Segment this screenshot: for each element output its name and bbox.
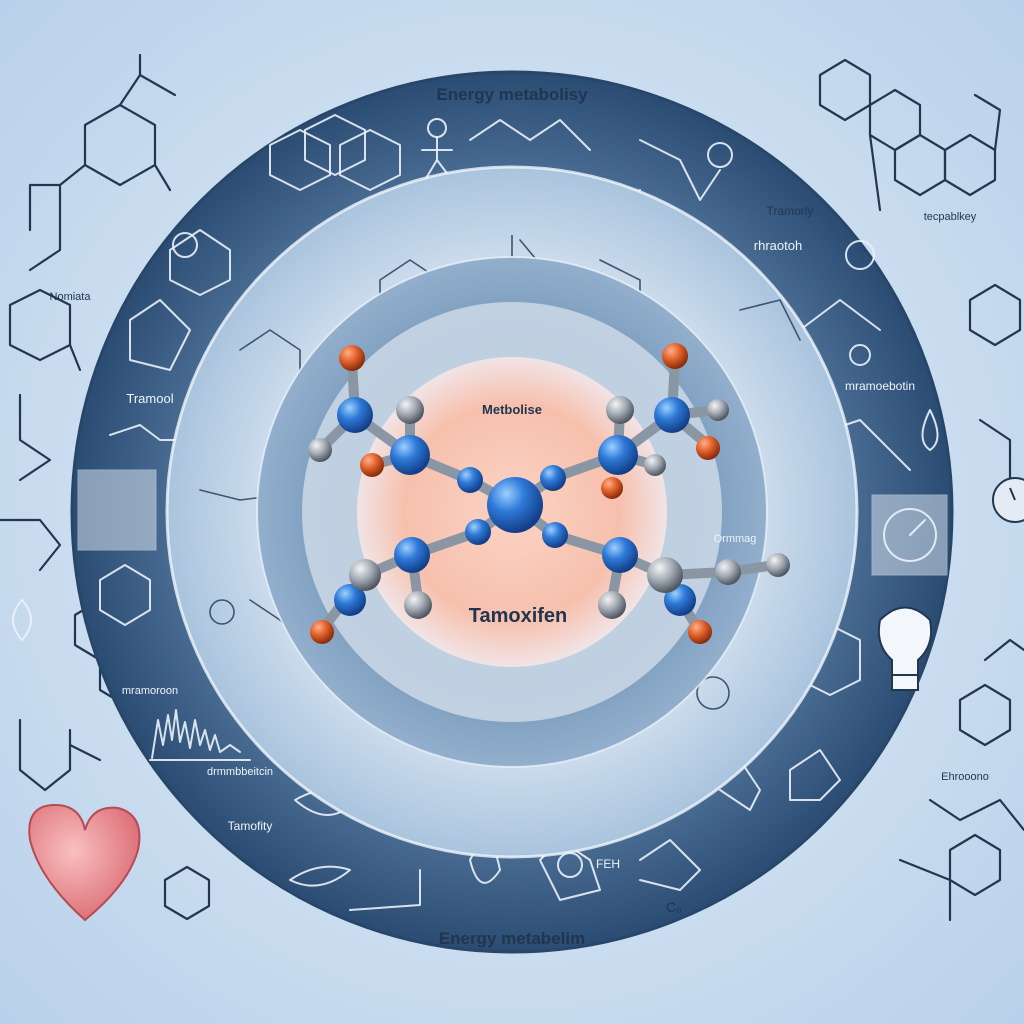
heart-icon bbox=[28, 803, 141, 922]
right-label-4: mramoebotin bbox=[845, 379, 915, 393]
right-label-5: Ehrooono bbox=[941, 771, 989, 783]
central-atom bbox=[487, 477, 543, 533]
left-label-3: mramoroon bbox=[122, 685, 178, 697]
center-main-label: Tamoxifen bbox=[469, 605, 568, 627]
right-side-structures bbox=[818, 58, 1024, 922]
bottom-label-c: C₀ bbox=[666, 899, 682, 915]
hexagon-icon bbox=[163, 865, 211, 921]
drop-icon bbox=[12, 599, 32, 641]
left-label-1: Nomiata bbox=[50, 291, 92, 303]
bulb-icon bbox=[877, 606, 933, 691]
title-bottom: Energy metabelim bbox=[439, 929, 585, 948]
clock-icon bbox=[992, 477, 1024, 523]
right-label-6: Ormmag bbox=[714, 533, 757, 545]
texture-square bbox=[77, 469, 157, 551]
right-label-3: tecpablkey bbox=[924, 211, 977, 223]
right-label-2: rhraotoh bbox=[754, 238, 802, 253]
chart-icon bbox=[149, 709, 251, 761]
left-label-5: drmmbbeitcin bbox=[207, 766, 273, 778]
title-top: Energy metabolisy bbox=[436, 85, 588, 104]
left-label-2: Tramool bbox=[126, 391, 173, 406]
left-label-4: Tamofity bbox=[228, 819, 273, 833]
center-top-label: Metbolise bbox=[482, 402, 542, 417]
outer-ring-sketches bbox=[12, 114, 948, 911]
right-label-1: Tramorly bbox=[767, 204, 814, 218]
bottom-label-feh: FEH bbox=[596, 857, 620, 871]
molecule-icon bbox=[308, 343, 790, 644]
